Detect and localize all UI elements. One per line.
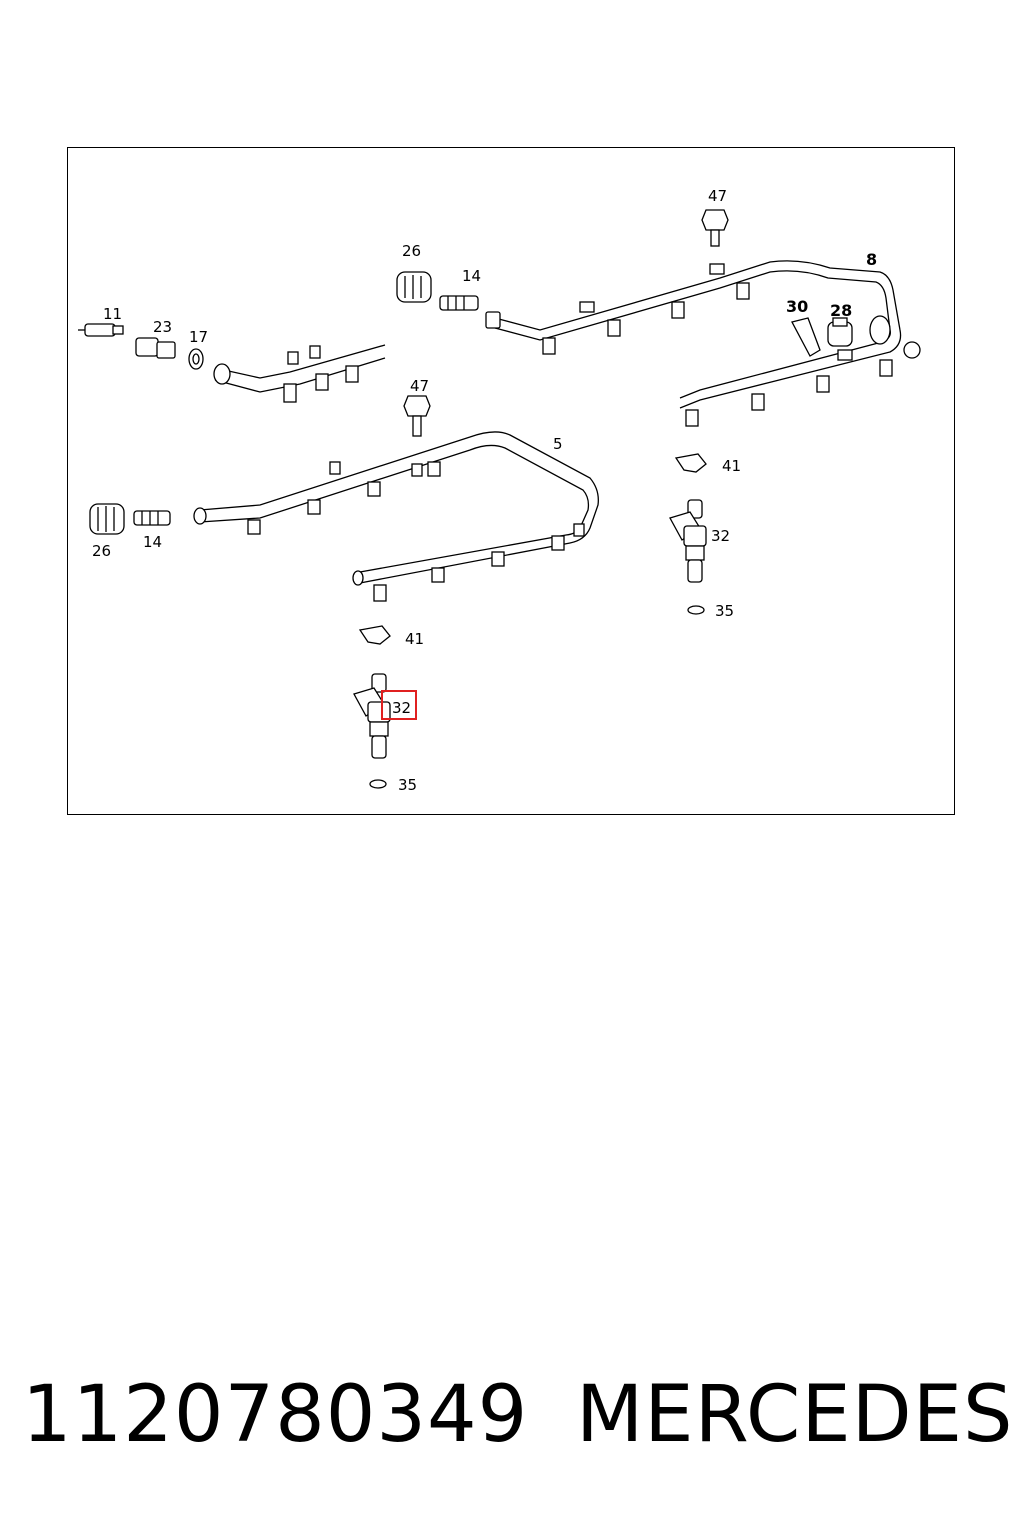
callout-14-lower[interactable]: 14 (143, 533, 162, 551)
callout-5[interactable]: 5 (553, 435, 563, 453)
part-number: 1120780349 (22, 1370, 529, 1460)
callout-26-upper[interactable]: 26 (402, 242, 421, 260)
seal-17 (188, 348, 204, 370)
callout-30[interactable]: 30 (786, 297, 808, 316)
callout-41-left[interactable]: 41 (405, 630, 424, 648)
cap-26-lower (89, 503, 125, 535)
callout-11[interactable]: 11 (103, 305, 122, 323)
bolt-47-lower (403, 395, 431, 437)
fitting-23 (135, 337, 176, 359)
callout-32-right[interactable]: 32 (711, 527, 730, 545)
valve-14-upper (439, 295, 501, 329)
brand-name: MERCEDES (576, 1370, 1014, 1460)
callout-8[interactable]: 8 (866, 250, 877, 269)
injector-32-right (669, 499, 707, 583)
seal-35-right (687, 605, 705, 615)
callout-41-right[interactable]: 41 (722, 457, 741, 475)
damper-28 (827, 317, 853, 347)
callout-47-lower[interactable]: 47 (410, 377, 429, 395)
callout-35-left[interactable]: 35 (398, 776, 417, 794)
fuel-pipe-left (213, 344, 386, 403)
bolt-47-upper (701, 209, 729, 247)
clip-41-left (358, 625, 391, 645)
callout-26-lower[interactable]: 26 (92, 542, 111, 560)
seal-35-left (369, 779, 387, 789)
fuel-rail-upper (494, 260, 921, 427)
callout-17[interactable]: 17 (189, 328, 208, 346)
injector-32-left (353, 673, 391, 759)
callout-32-left-highlighted[interactable]: 32 (392, 699, 411, 717)
valve-14-lower (133, 510, 171, 526)
callout-47-upper[interactable]: 47 (708, 187, 727, 205)
fitting-11 (78, 323, 124, 337)
parts-diagram-frame (67, 147, 955, 815)
callout-35-right[interactable]: 35 (715, 602, 734, 620)
callout-23[interactable]: 23 (153, 318, 172, 336)
callout-14-upper[interactable]: 14 (462, 267, 481, 285)
highlight-box-32 (381, 690, 417, 720)
clip-41-right (674, 453, 707, 473)
cap-26-upper (396, 271, 432, 303)
callout-28[interactable]: 28 (830, 301, 852, 320)
clip-30 (791, 317, 821, 357)
fuel-rail-lower (193, 431, 599, 602)
